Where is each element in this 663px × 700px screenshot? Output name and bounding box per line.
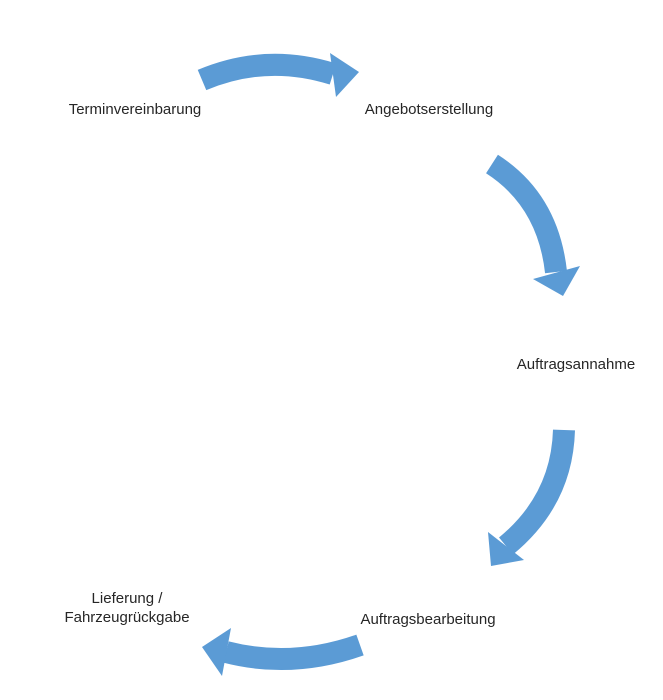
arrow-angebot-to-annahme bbox=[485, 154, 580, 296]
arrow-annahme-to-bearbeitung bbox=[488, 429, 575, 566]
curved-arrow-body bbox=[197, 53, 337, 91]
curved-arrow-body bbox=[485, 154, 567, 274]
curved-arrow-body bbox=[223, 634, 364, 671]
step-label-terminvereinbarung: Terminvereinbarung bbox=[68, 101, 202, 118]
step-label-angebotserstellung: Angebotserstellung bbox=[364, 101, 494, 118]
curved-arrow-body bbox=[498, 429, 575, 555]
arrow-head-icon bbox=[330, 53, 359, 97]
arrow-head-icon bbox=[533, 266, 580, 296]
step-label-auftragsbearbeitung: Auftragsbearbeitung bbox=[360, 611, 496, 628]
step-label-auftragsannahme: Auftragsannahme bbox=[516, 356, 636, 373]
step-label-line-2: Fahrzeugrückgabe bbox=[64, 609, 190, 626]
step-label-lieferung-fahrzeugrueckgabe: Lieferung / Fahrzeugrückgabe bbox=[64, 589, 189, 627]
arrow-head-icon bbox=[488, 532, 524, 566]
arrow-termin-to-angebot bbox=[197, 53, 359, 97]
arrow-head-icon bbox=[202, 628, 231, 676]
step-label-line-1: Lieferung / bbox=[91, 590, 163, 607]
arrow-bearbeitung-to-lieferung bbox=[202, 628, 364, 676]
